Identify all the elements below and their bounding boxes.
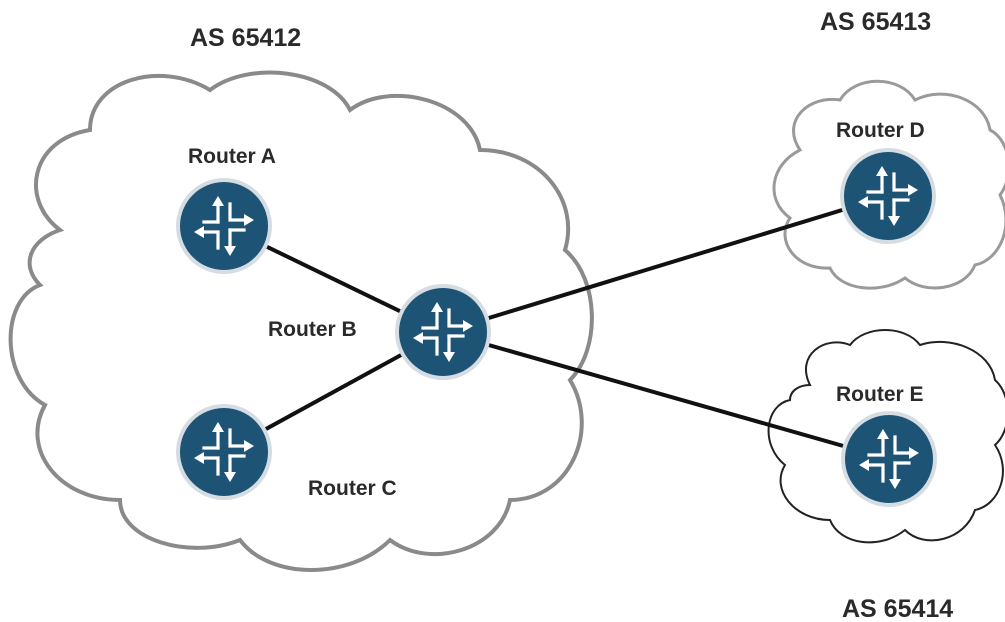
as-label-as3: AS 65414 xyxy=(842,595,953,622)
router-label-a: Router A xyxy=(188,145,276,168)
router-icon xyxy=(393,282,493,382)
router-icon xyxy=(838,146,938,246)
link-b-d xyxy=(441,194,890,334)
link-b-e xyxy=(441,330,891,461)
router-label-d: Router D xyxy=(836,119,925,142)
router-label-c: Router C xyxy=(308,477,397,500)
router-icon xyxy=(174,402,274,502)
router-icon xyxy=(839,409,939,509)
as-label-as1: AS 65412 xyxy=(190,24,301,52)
cloud-as1 xyxy=(8,70,594,572)
as-label-as2: AS 65413 xyxy=(820,8,931,36)
router-label-e: Router E xyxy=(836,383,924,406)
router-label-b: Router B xyxy=(268,318,357,341)
router-icon xyxy=(174,176,274,276)
